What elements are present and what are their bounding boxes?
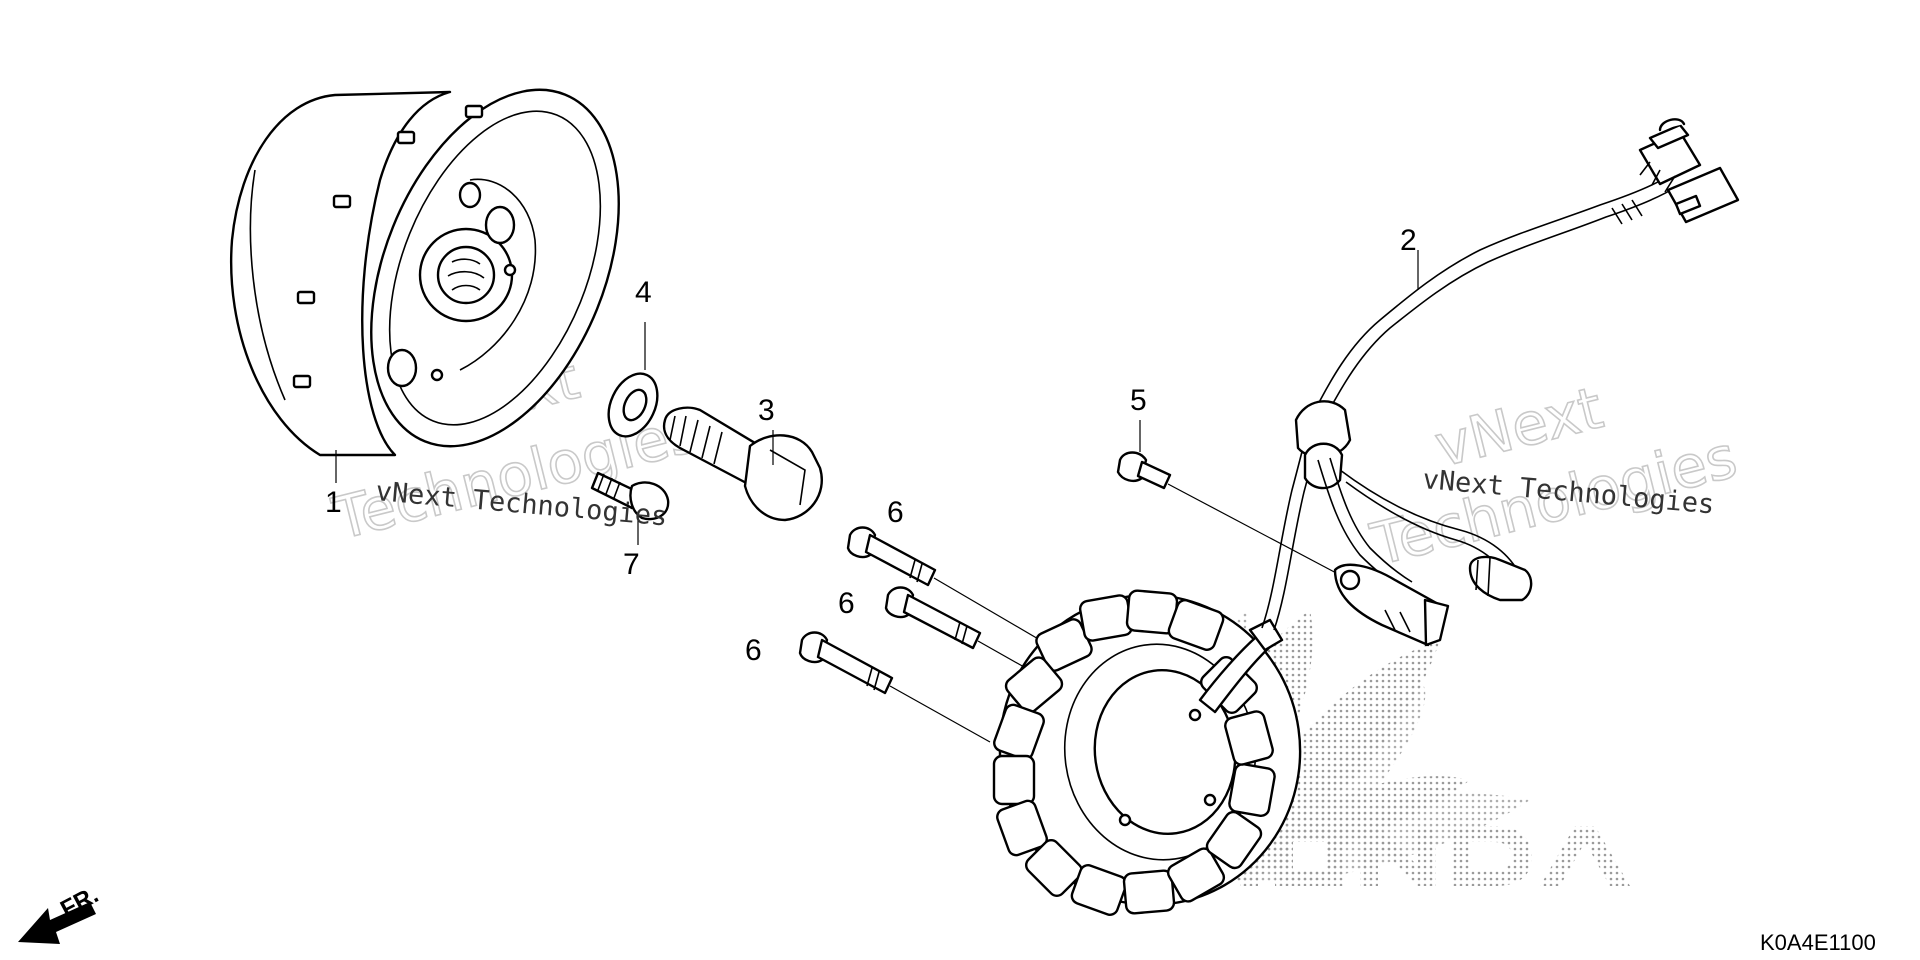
stator-screw-part[interactable] [1116, 420, 1341, 576]
stator-bolt-lower[interactable] [798, 631, 991, 743]
wire-harness-part[interactable] [1261, 118, 1740, 647]
callout-3: 3 [758, 394, 775, 427]
callout-1: 1 [325, 486, 342, 519]
small-bolt-part[interactable] [590, 471, 670, 545]
callout-6-upper: 6 [887, 496, 904, 529]
stator-part[interactable] [980, 576, 1320, 925]
front-arrow-icon [18, 902, 96, 944]
stator-bolt-middle[interactable] [884, 586, 1041, 677]
watermark-big-right: vNext Technologies [1364, 373, 1745, 580]
callout-4: 4 [635, 276, 652, 309]
callout-2: 2 [1400, 224, 1417, 257]
diagram-code: K0A4E1100 [1760, 930, 1876, 955]
flywheel-bolt-part[interactable] [662, 406, 823, 522]
callout-6-lower: 6 [745, 634, 762, 667]
flywheel-part[interactable] [229, 53, 667, 483]
callout-7: 7 [623, 548, 640, 581]
callout-6-middle: 6 [838, 587, 855, 620]
washer-part[interactable] [599, 322, 667, 444]
callout-5: 5 [1130, 384, 1147, 417]
stator-bolt-upper[interactable] [846, 526, 1041, 641]
stator-coils [992, 589, 1276, 916]
